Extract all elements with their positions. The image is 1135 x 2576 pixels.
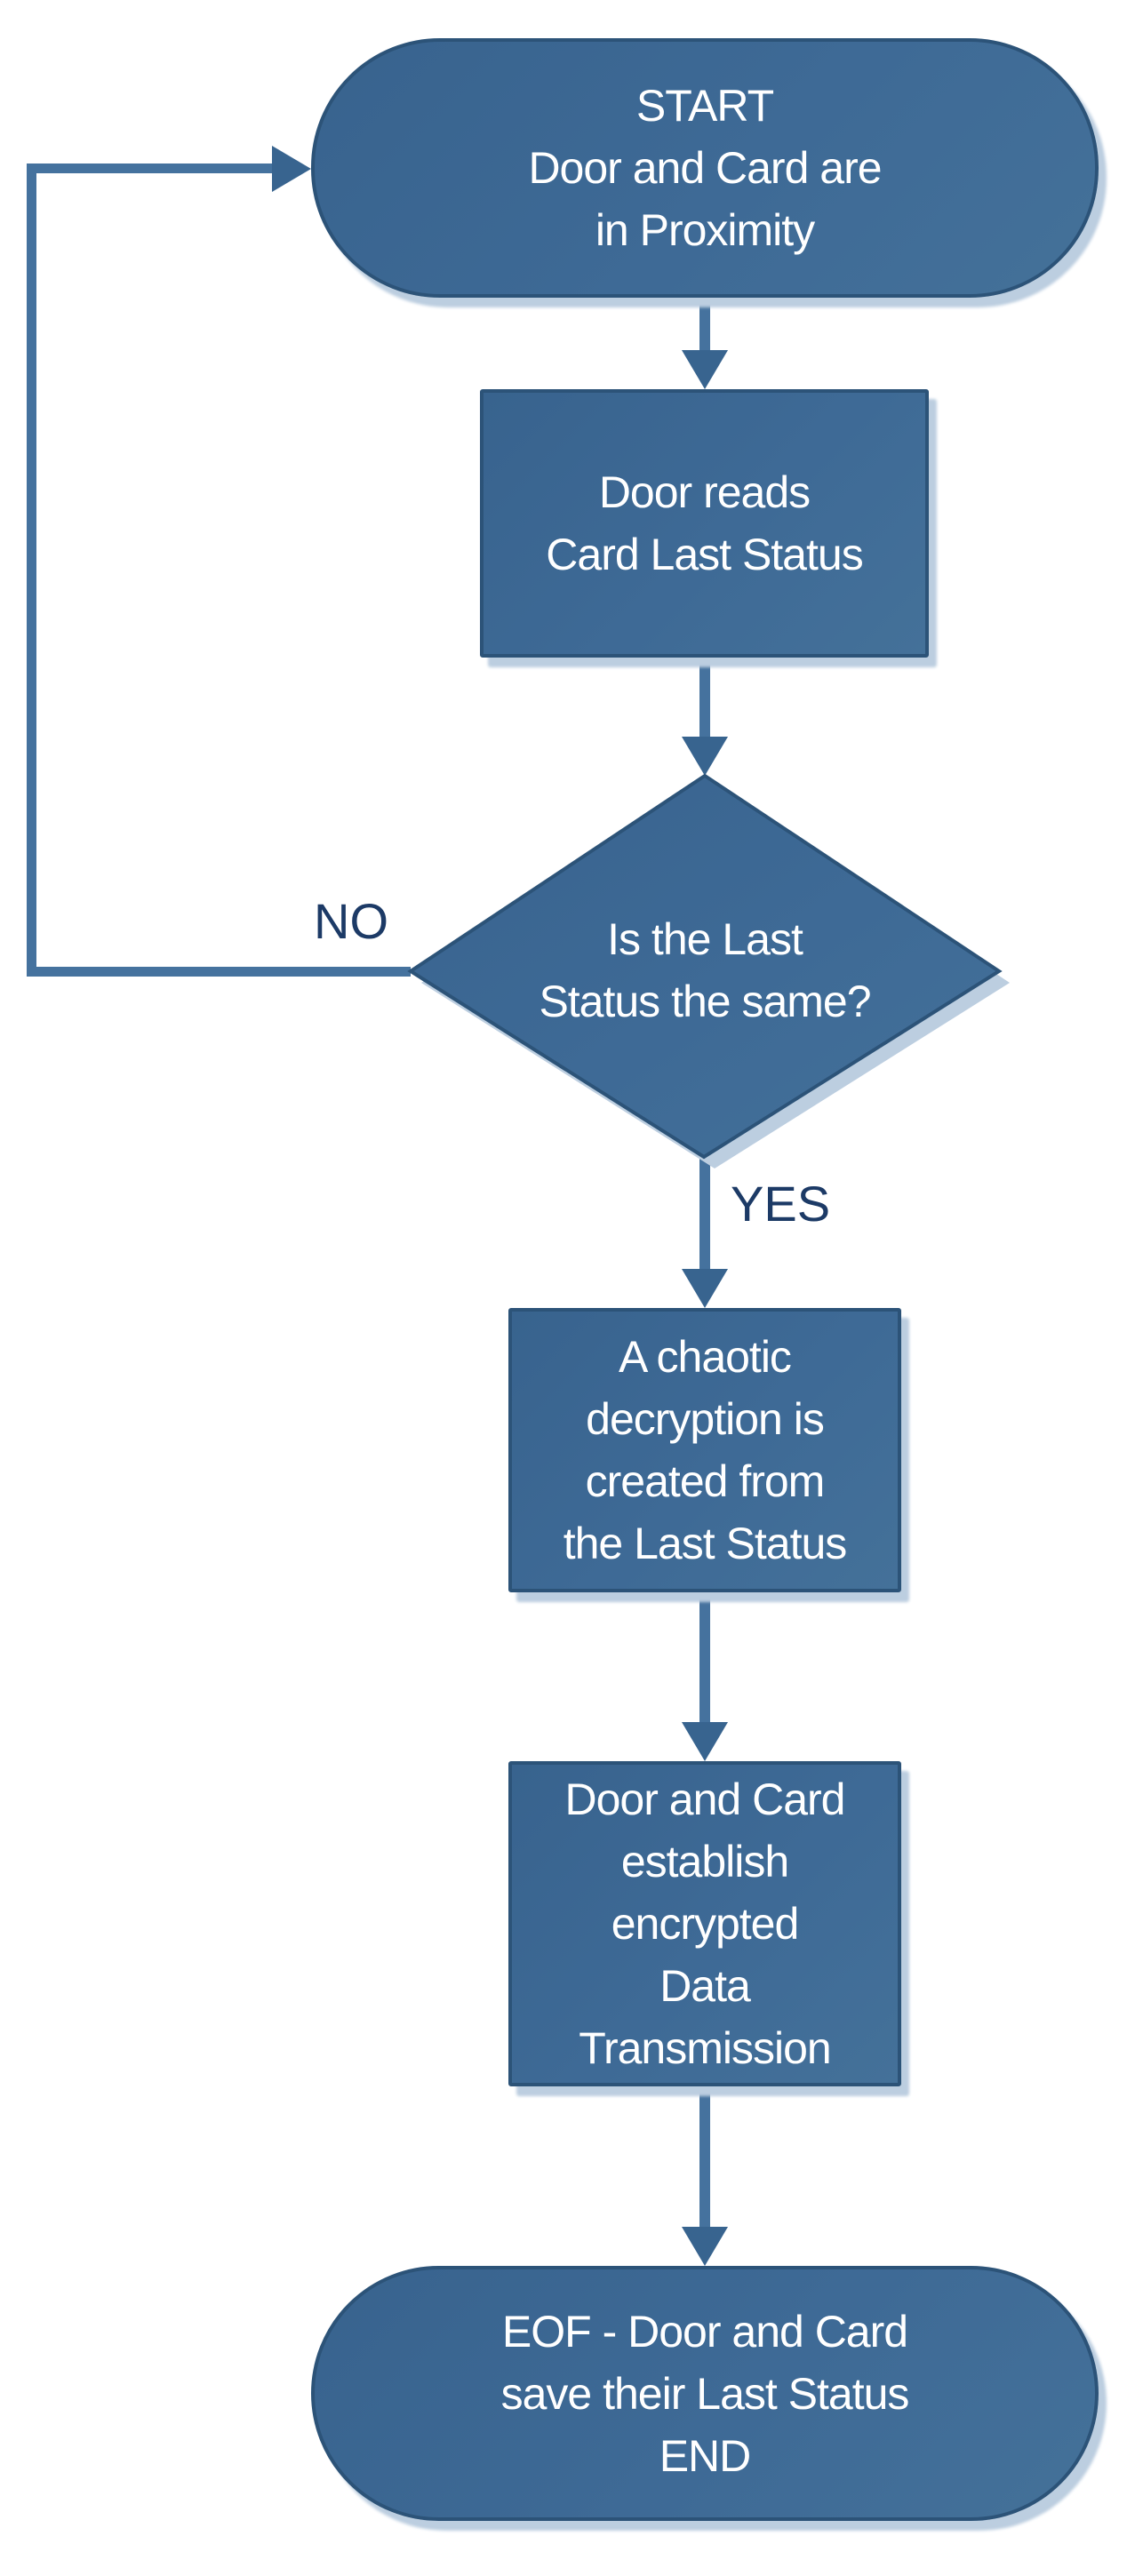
decision-diamond-shape [407,773,1003,1160]
connector-decision-to-decrypt [699,1157,710,1272]
connector-start-to-read [699,298,710,353]
arrowhead-down-icon [682,1269,728,1308]
decision-diamond [407,773,1010,1168]
edge-label-yes: YES [731,1176,831,1232]
arrowhead-down-icon [682,1722,728,1761]
node-chaotic-decryption: A chaotic decryption is created from the… [508,1308,901,1592]
connector-no-top-segment [27,163,274,173]
arrowhead-down-icon [682,737,728,776]
connector-read-to-decision [699,658,710,739]
connector-no-left-segment [27,163,36,977]
node-door-reads-card: Door reads Card Last Status [480,389,929,658]
node-decision-label: Is the Last Status the same? [539,914,871,1026]
arrowhead-no-to-start-icon [272,146,311,192]
arrowhead-down-icon [682,2227,728,2266]
edge-label-no: NO [314,893,388,949]
node-encrypted-transmission: Door and Card establish encrypted Data T… [508,1761,901,2086]
node-start-terminator: START Door and Card are in Proximity [311,38,1099,298]
connector-decrypt-to-transmit [699,1592,710,1725]
node-end-terminator: EOF - Door and Card save their Last Stat… [311,2266,1099,2521]
connector-no-bottom-segment [27,967,411,977]
arrowhead-down-icon [682,350,728,389]
connector-transmit-to-end [699,2086,710,2229]
